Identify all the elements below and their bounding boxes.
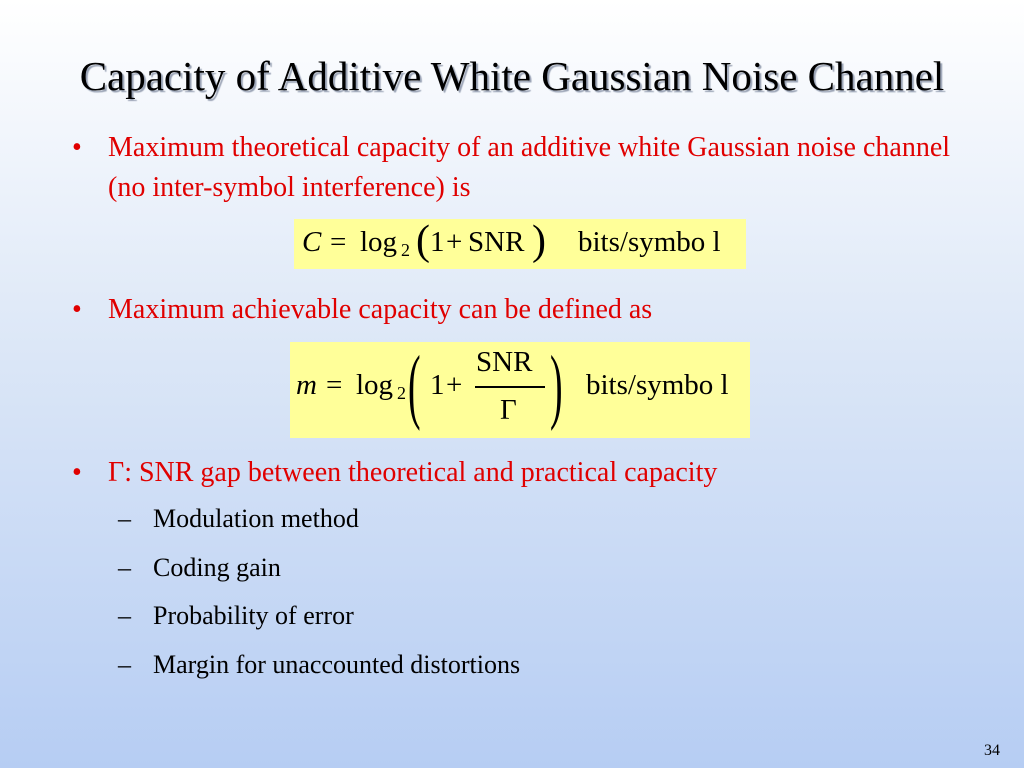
formula-denominator: Γ bbox=[500, 394, 517, 426]
bullet-snr-gap: • Γ: SNR gap between theoretical and pra… bbox=[72, 453, 968, 493]
bullet-theoretical-capacity: • Maximum theoretical capacity of an add… bbox=[72, 128, 968, 208]
formula-open-paren: ( bbox=[408, 339, 421, 432]
bullet-achievable-capacity: • Maximum achievable capacity can be def… bbox=[72, 290, 968, 330]
formula-unit: bits/symbo l bbox=[578, 226, 721, 258]
formula-one: 1 bbox=[430, 226, 445, 258]
sub-item-text: Modulation method bbox=[153, 504, 359, 533]
sub-item-modulation: – Modulation method bbox=[118, 503, 359, 535]
formula-lhs: C bbox=[302, 226, 322, 258]
bullet-text: Maximum achievable capacity can be defin… bbox=[108, 294, 653, 325]
formula-log: log bbox=[356, 369, 394, 401]
sub-marker: – bbox=[118, 601, 131, 630]
bullet-marker: • bbox=[72, 294, 82, 325]
formula-equals: = bbox=[330, 226, 347, 258]
capacity-formula: C = log 2 ( 1 + SNR ) bits/symbo l bbox=[294, 218, 746, 269]
formula-equals: = bbox=[326, 369, 343, 401]
sub-marker: – bbox=[118, 553, 131, 582]
sub-item-coding-gain: – Coding gain bbox=[118, 552, 281, 584]
formula-one: 1 bbox=[430, 369, 445, 401]
bullet-text: Maximum theoretical capacity of an addit… bbox=[108, 132, 951, 203]
fraction-bar bbox=[475, 386, 545, 388]
page-number: 34 bbox=[984, 742, 1000, 759]
sub-item-probability-error: – Probability of error bbox=[118, 600, 354, 632]
formula-plus: + bbox=[446, 226, 463, 258]
sub-marker: – bbox=[118, 650, 131, 679]
bullet-marker: • bbox=[72, 132, 82, 163]
slide-title: Capacity of Additive White Gaussian Nois… bbox=[79, 53, 945, 99]
formula-close-paren: ) bbox=[532, 218, 546, 264]
achievable-capacity-formula: m = log 2 ( 1 + SNR Γ ) bits/symbo l bbox=[290, 339, 750, 438]
formula-open-paren: ( bbox=[416, 218, 430, 264]
sub-item-text: Margin for unaccounted distortions bbox=[153, 650, 521, 679]
formula-numerator: SNR bbox=[476, 346, 533, 378]
formula-log-base: 2 bbox=[401, 240, 410, 260]
formula-unit: bits/symbo l bbox=[586, 369, 729, 401]
formula-log-base: 2 bbox=[397, 383, 406, 403]
formula-close-paren: ) bbox=[550, 339, 563, 432]
bullet-text: Γ: SNR gap between theoretical and pract… bbox=[108, 457, 718, 488]
sub-item-text: Coding gain bbox=[153, 553, 281, 582]
formula-snr: SNR bbox=[468, 226, 525, 258]
sub-item-margin: – Margin for unaccounted distortions bbox=[118, 649, 521, 681]
sub-item-text: Probability of error bbox=[153, 601, 354, 630]
formula-lhs: m bbox=[296, 369, 317, 401]
bullet-marker: • bbox=[72, 457, 82, 488]
formula-plus: + bbox=[446, 369, 463, 401]
sub-marker: – bbox=[118, 504, 131, 533]
formula-log: log bbox=[360, 226, 398, 258]
